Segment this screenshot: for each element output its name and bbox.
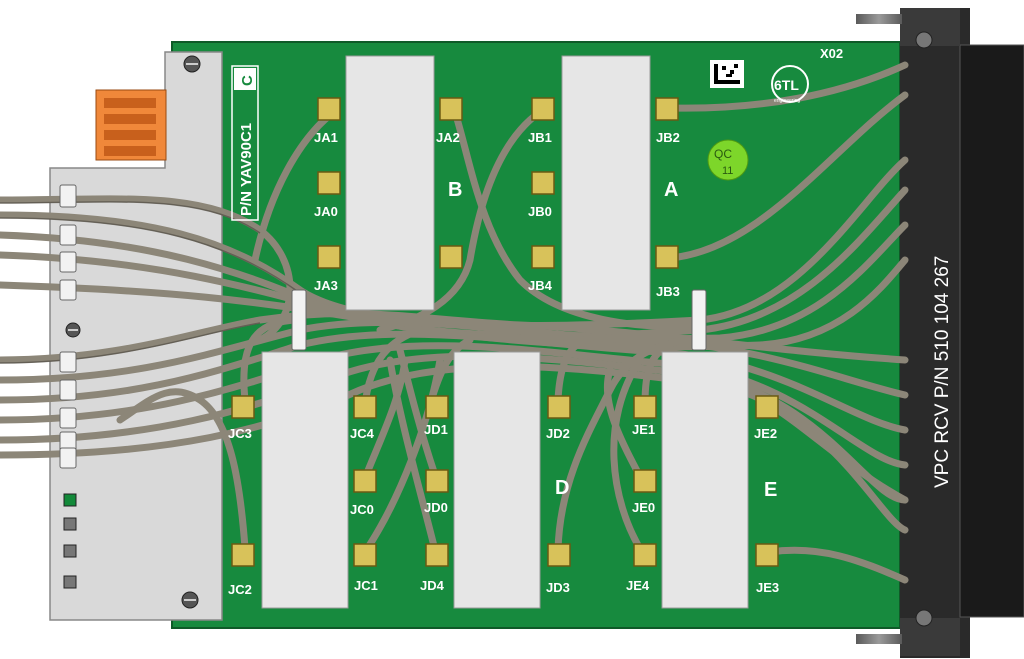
modules: B A D E	[261, 55, 777, 609]
right-connector: VPC RCV P/N 510 104 267	[856, 8, 1024, 658]
label-je2: JE2	[754, 426, 777, 441]
module-letter-d: D	[555, 477, 569, 499]
label-ja2: JA2	[436, 130, 460, 145]
label-je4: JE4	[626, 578, 650, 593]
part-number: C P/N YAV90C1	[231, 65, 259, 221]
module-b	[345, 55, 435, 311]
sma-connectors	[231, 97, 779, 567]
label-ja3: JA3	[314, 278, 338, 293]
module-a	[561, 55, 651, 311]
label-jd2: JD2	[546, 426, 570, 441]
label-jb0: JB0	[528, 204, 552, 219]
label-jb4: JB4	[528, 278, 553, 293]
module-letter-a: A	[664, 179, 678, 201]
label-jd4: JD4	[420, 578, 445, 593]
label-je0: JE0	[632, 500, 655, 515]
cable-bundle	[0, 61, 909, 584]
label-jd3: JD3	[546, 580, 570, 595]
label-jc3: JC3	[228, 426, 252, 441]
company-logo: 6TL engineering	[771, 65, 809, 104]
label-jd1: JD1	[424, 422, 448, 437]
connector-id: X02	[820, 46, 843, 61]
label-jb2: JB2	[656, 130, 680, 145]
part-number-text: P/N YAV90C1	[238, 123, 255, 216]
qc-sticker: QC 11	[707, 139, 749, 181]
module-d	[453, 351, 541, 609]
label-ja1: JA1	[314, 130, 338, 145]
label-jd0: JD0	[424, 500, 448, 515]
label-jb3: JB3	[656, 284, 680, 299]
datamatrix-icon	[710, 60, 744, 88]
label-ja0: JA0	[314, 204, 338, 219]
label-jc0: JC0	[350, 502, 374, 517]
logo-subtext: engineering	[774, 98, 800, 104]
revision-letter: C	[239, 75, 256, 86]
label-jc4: JC4	[350, 426, 375, 441]
label-jc2: JC2	[228, 582, 252, 597]
connector-screw-bottom-icon	[915, 609, 933, 627]
module-letter-b: B	[448, 179, 462, 201]
connector-labels: JA1 JA0 JA3 JA2 JB1 JB0 JB4 JB2 JB3 JC3 …	[228, 130, 779, 597]
qc-stamp: QC	[714, 147, 732, 161]
module-e	[661, 351, 749, 609]
module-letter-e: E	[764, 479, 777, 501]
front-plate	[49, 51, 223, 621]
label-jc1: JC1	[354, 578, 378, 593]
label-je3: JE3	[756, 580, 779, 595]
label-jb1: JB1	[528, 130, 552, 145]
logo-text: 6TL	[774, 77, 799, 93]
module-c	[261, 351, 349, 609]
connector-label: VPC RCV P/N 510 104 267	[932, 256, 953, 488]
label-je1: JE1	[632, 422, 655, 437]
cable-ties	[59, 184, 707, 469]
connector-screw-top-icon	[915, 31, 933, 49]
qc-mark: 11	[722, 165, 733, 177]
terminal-block	[95, 89, 167, 161]
